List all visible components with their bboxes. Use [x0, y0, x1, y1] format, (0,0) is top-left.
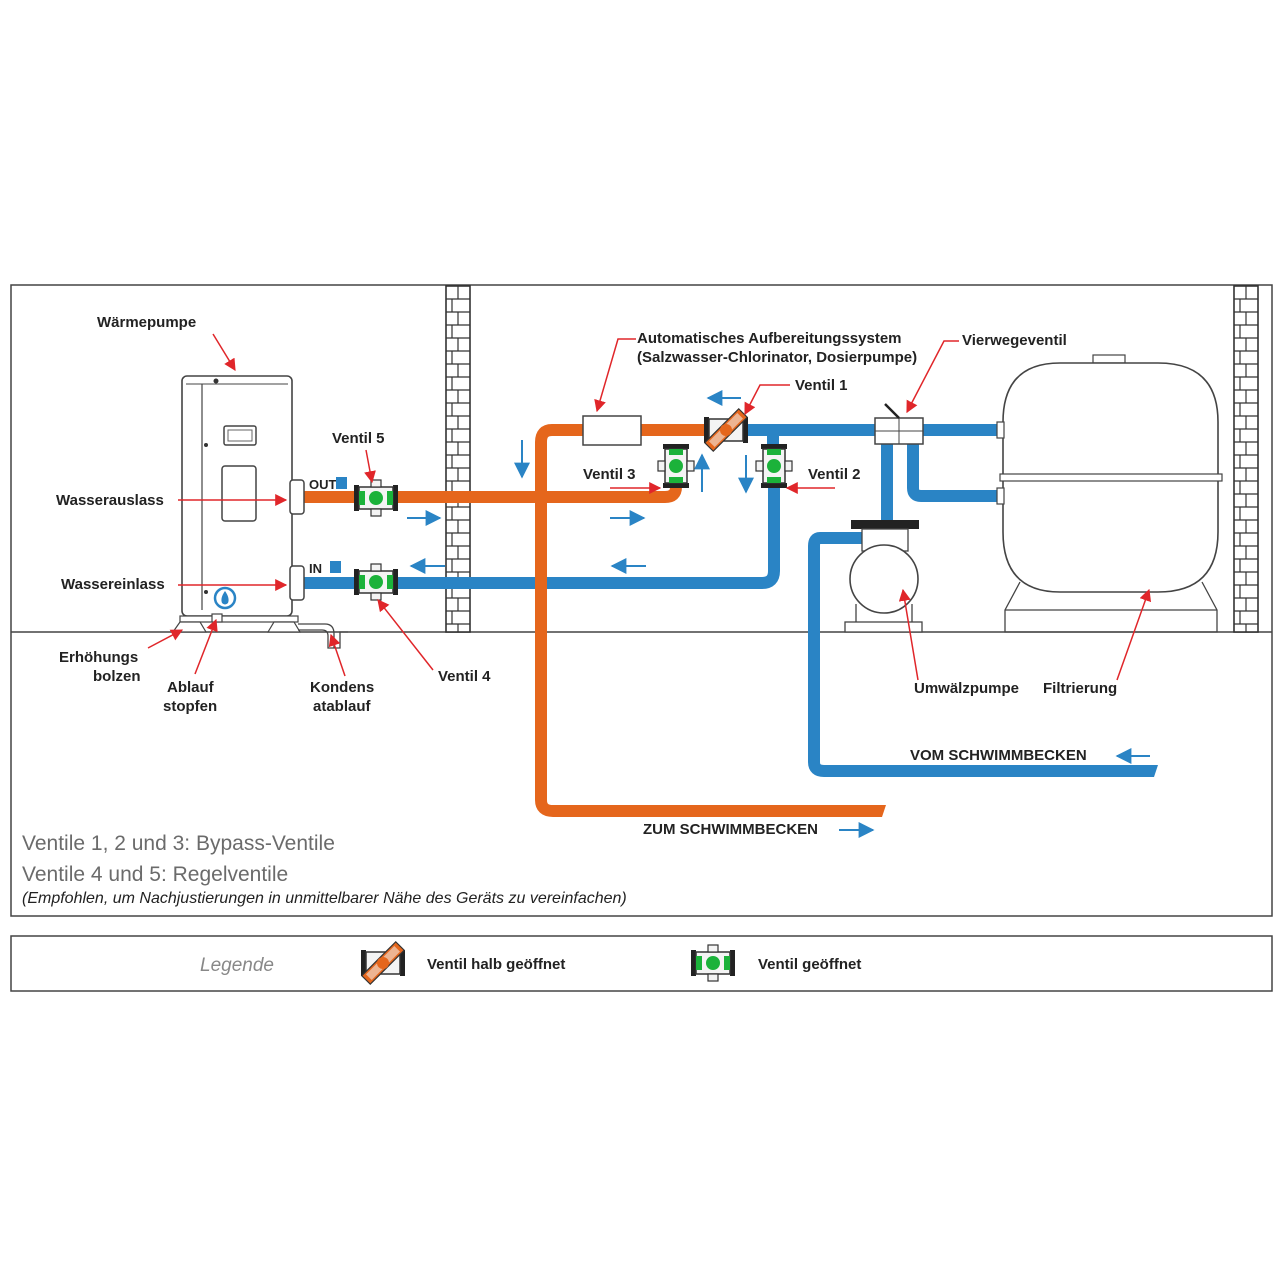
pipe-end-hot [880, 805, 886, 817]
valve-open-icon [690, 944, 736, 982]
note-line-2: Ventile 4 und 5: Regelventile [22, 863, 288, 886]
legend-box [10, 935, 1273, 992]
note-line-1: Ventile 1, 2 und 3: Bypass-Ventile [22, 832, 335, 855]
treatment-system-box [582, 415, 642, 446]
heat-pump-unit: OUT IN [171, 375, 348, 649]
to-pool-label: ZUM SCHWIMMBECKEN [643, 821, 818, 838]
raise-bolt-label-2: bolzen [93, 668, 141, 685]
port-in-icon [330, 561, 341, 573]
port-out-icon [336, 477, 347, 489]
valve-3-label: Ventil 3 [583, 466, 636, 483]
condensate-label-1: Kondens [310, 679, 374, 696]
valve-5 [353, 479, 399, 517]
brick-wall-icon [1233, 285, 1259, 633]
valve-1-label: Ventil 1 [795, 377, 848, 394]
valve-2 [755, 443, 793, 489]
legend-half-open-label: Ventil halb geöffnet [427, 956, 565, 973]
legend-open-label: Ventil geöffnet [758, 956, 861, 973]
raise-bolt-label-1: Erhöhungs [59, 649, 138, 666]
valve-4-label: Ventil 4 [438, 668, 491, 685]
treatment-label-2: (Salzwasser-Chlorinator, Dosierpumpe) [637, 349, 917, 366]
water-inlet-label: Wassereinlass [61, 576, 165, 593]
port-in-label: IN [309, 561, 322, 576]
valve-2-label: Ventil 2 [808, 466, 861, 483]
drain-plug-label-2: stopfen [163, 698, 217, 715]
valve-half-open-icon [360, 941, 406, 985]
valve-1 [703, 408, 749, 452]
drain-plug-label-1: Ablauf [167, 679, 215, 696]
condensate-label-2: atablauf [313, 698, 372, 715]
flow-arrows [407, 390, 1150, 838]
valve-3 [657, 443, 695, 489]
water-outlet-label: Wasserauslass [56, 492, 164, 509]
heat-pump-label: Wärmepumpe [97, 314, 196, 331]
from-pool-label: VOM SCHWIMMBECKEN [910, 747, 1087, 764]
circ-pump-label: Umwälzpumpe [914, 680, 1019, 697]
note-line-3: (Empfohlen, um Nachjustierungen in unmit… [22, 890, 627, 907]
diagram-frame [10, 284, 1273, 917]
pipe-end-cold [1152, 765, 1158, 777]
cold-pipes [300, 424, 1152, 777]
four-way-label: Vierwegeventil [962, 332, 1067, 349]
four-way-valve [874, 403, 924, 445]
sand-filter-tank [996, 354, 1223, 633]
valve-4 [353, 563, 399, 601]
leader-arrows [147, 333, 1152, 681]
treatment-label-1: Automatisches Aufbereitungssystem [637, 330, 902, 347]
brick-wall-icon [445, 285, 471, 633]
legend-title: Legende [200, 955, 274, 976]
filtration-label: Filtrierung [1043, 680, 1117, 697]
port-out-label: OUT [309, 477, 337, 492]
valve-5-label: Ventil 5 [332, 430, 385, 447]
